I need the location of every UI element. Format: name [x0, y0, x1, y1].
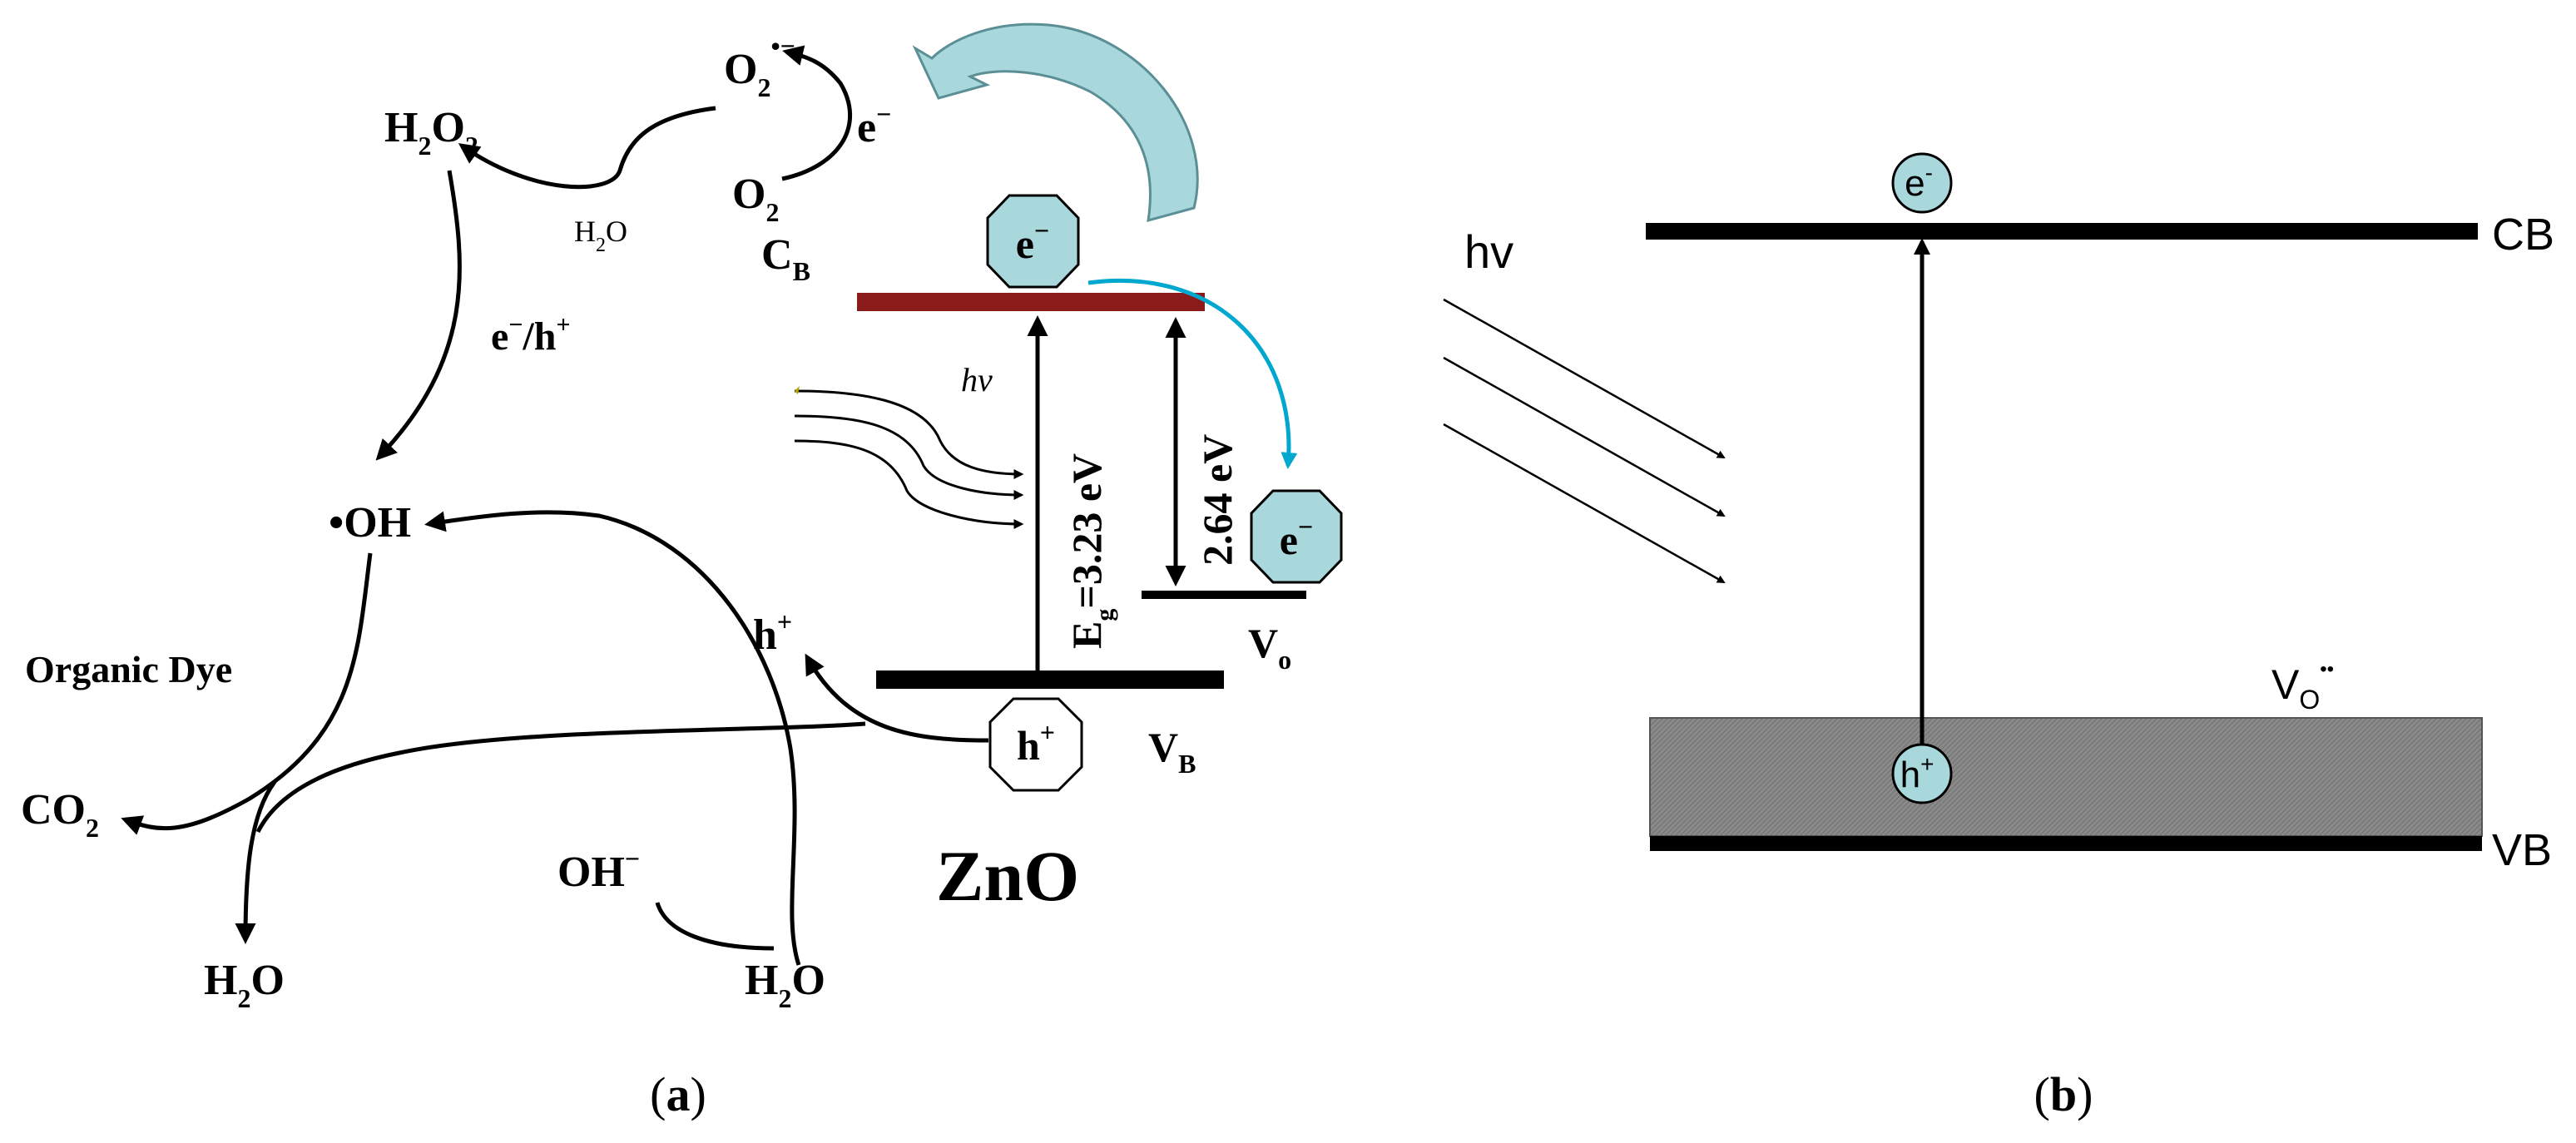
hole-plus-label: h — [753, 611, 777, 659]
eg-label: E — [1063, 621, 1110, 649]
cb-label-b: CB — [2492, 210, 2554, 260]
svg-text:(a): (a) — [650, 1067, 706, 1121]
caption-a-letter: a — [666, 1067, 691, 1121]
h2o2-label: H — [384, 104, 418, 151]
svg-text:VB: VB — [1148, 724, 1196, 779]
svg-text:Vo: Vo — [1248, 620, 1291, 675]
electron-transfer-label: e — [857, 104, 876, 151]
electron-label-cb: e — [1016, 220, 1034, 267]
panel-a: e− e− h+ — [21, 22, 1343, 1121]
cb-label-a: C — [761, 231, 793, 279]
svg-text:e−: e− — [857, 99, 891, 151]
gap-264-label: 2.64 eV — [1194, 434, 1241, 566]
hv-label-b: hv — [1464, 225, 1513, 278]
hole-circle-b — [1891, 743, 1953, 804]
svg-text:CO2: CO2 — [21, 786, 99, 843]
caption-a-close: ) — [691, 1067, 706, 1121]
vo-label-b: V — [2271, 661, 2300, 708]
hole-octagon — [988, 697, 1083, 792]
h2o-right-label: H — [745, 957, 778, 1004]
svg-text:O2•−: O2•− — [724, 31, 795, 102]
zno-label: ZnO — [936, 836, 1079, 916]
vo-label-a: V — [1248, 620, 1278, 666]
hv-label-a: hv — [961, 361, 993, 398]
svg-text:H2O: H2O — [574, 215, 627, 256]
electron-label-vo: e — [1280, 517, 1298, 563]
vb-band-b — [1649, 717, 2483, 837]
svg-text:H2O2: H2O2 — [384, 104, 478, 161]
h2o-small-label: H — [574, 215, 596, 248]
vb-line-b — [1650, 836, 2482, 851]
hydroxyl-radical-label: •OH — [329, 499, 411, 547]
svg-text:CB: CB — [761, 231, 810, 286]
svg-text:e−/h+: e−/h+ — [491, 311, 571, 359]
electron-hole-label: e — [491, 314, 508, 359]
svg-text:h+: h+ — [1900, 751, 1934, 795]
svg-text:Eg=3.23 eV: Eg=3.23 eV — [1063, 453, 1118, 649]
svg-text:VO••: VO•• — [2271, 658, 2334, 715]
svg-text:O2: O2 — [732, 171, 779, 227]
electron-trap-arrow — [1087, 278, 1298, 469]
svg-text:h+: h+ — [1017, 717, 1055, 769]
caption-b-open: ( — [2034, 1067, 2050, 1121]
reaction-paths — [121, 45, 989, 966]
electron-label-b: e — [1905, 163, 1925, 204]
transfer-arrow-icon — [912, 22, 1199, 223]
svg-text:e−: e− — [1016, 215, 1049, 267]
svg-text:e−: e− — [1280, 512, 1313, 563]
svg-text:(b): (b) — [2034, 1067, 2093, 1121]
o2-label: O — [732, 171, 765, 218]
svg-text:OH−: OH− — [557, 844, 640, 896]
panel-b: e- h+ hv CB VB VO•• (b) — [1443, 152, 2554, 1121]
vb-label-a: V — [1148, 724, 1178, 770]
svg-text:H2O: H2O — [204, 957, 285, 1013]
light-arrows-b — [1443, 298, 1726, 584]
organic-dye-label: Organic Dye — [25, 648, 232, 690]
caption-b-letter: b — [2050, 1067, 2077, 1121]
valence-band-bar — [876, 670, 1224, 689]
svg-text:H2O: H2O — [745, 957, 825, 1013]
svg-text:h+: h+ — [753, 606, 792, 659]
hydroxide-label: OH — [557, 849, 625, 896]
h2o-left-label: H — [204, 957, 237, 1004]
electron-circle-b — [1891, 152, 1953, 214]
caption-a-open: ( — [650, 1067, 666, 1121]
electron-octagon-cb — [986, 194, 1080, 289]
superoxide-label: O — [724, 46, 757, 93]
light-arrows-a — [794, 389, 1024, 529]
conduction-band-bar — [857, 293, 1205, 311]
hole-label: h — [1017, 722, 1040, 769]
oxygen-vacancy-level — [1142, 591, 1306, 599]
hole-label-b: h — [1900, 755, 1920, 795]
vb-label-b: VB — [2492, 825, 2552, 875]
electron-octagon-vo — [1250, 489, 1343, 584]
svg-text:e-: e- — [1905, 160, 1933, 204]
cb-line-b — [1646, 223, 2478, 240]
co2-label: CO — [21, 786, 86, 834]
caption-b-close: ) — [2077, 1067, 2093, 1121]
